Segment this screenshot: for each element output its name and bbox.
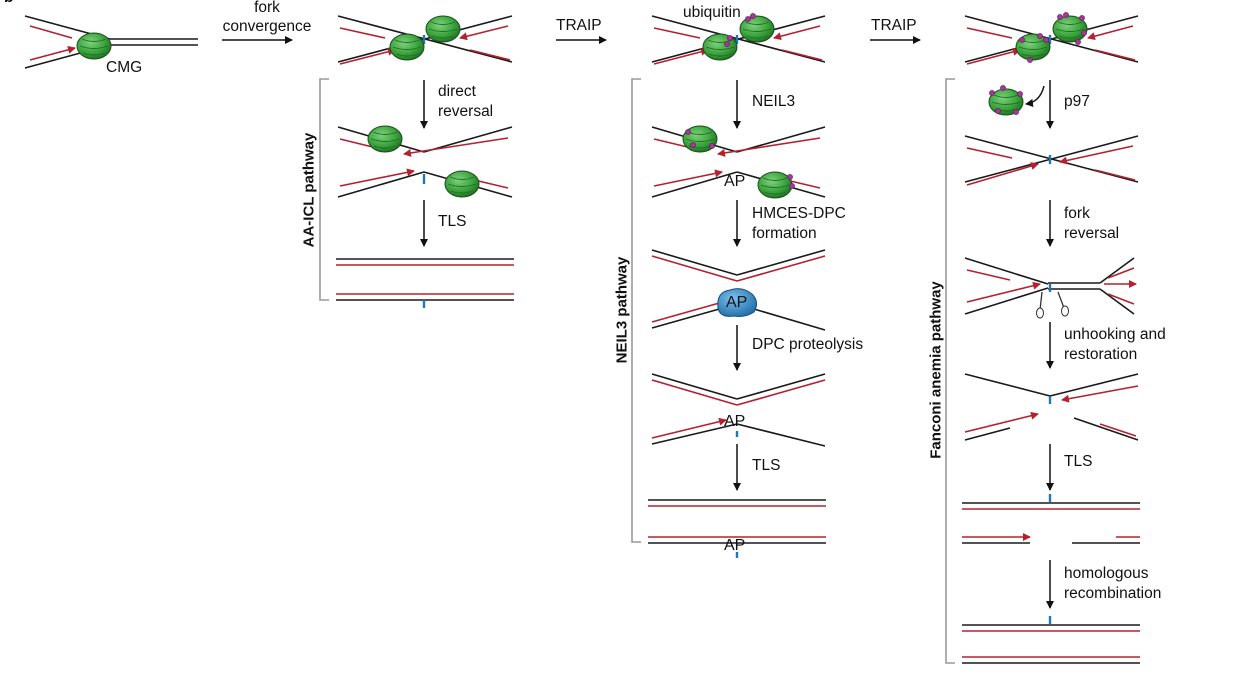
ubiquitin-label: ubiquitin xyxy=(683,4,741,21)
neil3-bracket xyxy=(631,78,641,543)
unloaded-forks xyxy=(964,135,1139,186)
traip-label-1: TRAIP xyxy=(556,17,602,34)
tls-label-neil3: TLS xyxy=(752,457,781,474)
ap-site-label: AP xyxy=(724,537,746,554)
proteolysis-product xyxy=(651,373,826,447)
direct-reversal-label: direct reversal xyxy=(438,83,494,120)
neil3-step-label: NEIL3 xyxy=(752,93,796,110)
hmces-icon xyxy=(717,288,758,317)
aa-icl-pathway-label: AA-ICL pathway xyxy=(300,132,318,248)
dpc-proteolysis-label: DPC proteolysis xyxy=(752,336,864,353)
ap-site-label: AP xyxy=(724,173,746,190)
hmces-intermediate xyxy=(651,249,826,331)
polyubiquitylated-forks xyxy=(964,12,1139,65)
cmg-label: CMG xyxy=(106,59,143,76)
fork-reversal-label: fork reversal xyxy=(1064,205,1120,242)
converged-forks xyxy=(337,15,513,65)
initial-fork xyxy=(24,15,198,69)
aa-icl-bracket xyxy=(319,78,329,301)
homologous-recombination-label: homologous recombination xyxy=(1064,565,1162,602)
unhooked-fork xyxy=(964,373,1139,441)
neil3-pathway-label: NEIL3 pathway xyxy=(613,256,631,364)
p97-extraction xyxy=(988,85,1045,116)
fork-convergence-label: fork convergence xyxy=(222,0,312,35)
ubiquitylated-forks xyxy=(651,13,826,65)
hmces-dpc-label: HMCES-DPC formation xyxy=(752,205,846,242)
fa-tls-products xyxy=(962,494,1140,544)
fa-final-products xyxy=(962,616,1140,664)
direct-reversal-intermediate xyxy=(337,125,513,198)
panel-letter: b xyxy=(4,0,13,8)
cmg-helicase-icon xyxy=(389,33,425,61)
scissors-icon xyxy=(1036,291,1069,319)
aa-icl-products xyxy=(336,258,514,308)
reversed-fork xyxy=(964,257,1137,319)
tls-label-fa: TLS xyxy=(1064,453,1093,470)
traip-label-2: TRAIP xyxy=(871,17,917,34)
ubiquitin-icon xyxy=(727,35,733,41)
p97-label: p97 xyxy=(1064,93,1090,110)
fanconi-pathway-label: Fanconi anemia pathway xyxy=(927,281,945,459)
cmg-helicase-icon xyxy=(76,32,112,60)
unhooking-restoration-label: unhooking and restoration xyxy=(1064,326,1166,363)
fanconi-bracket xyxy=(945,78,955,664)
ap-site-label: AP xyxy=(726,294,748,311)
cmg-helicase-icon xyxy=(425,15,461,43)
neil3-products xyxy=(648,499,826,558)
tls-label-aa: TLS xyxy=(438,213,467,230)
neil3-unhooking-intermediate xyxy=(651,125,826,199)
ap-site-label: AP xyxy=(724,413,746,430)
